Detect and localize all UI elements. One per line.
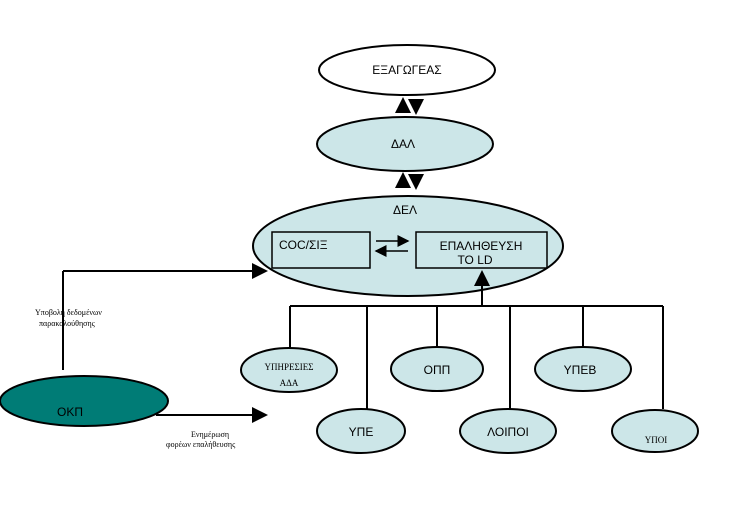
services-node (240, 347, 338, 393)
verification-label-line1: ΕΠΑΛΗΘΕΥΣΗ (440, 239, 523, 253)
okp-label: ΟΚΠ (57, 405, 83, 419)
loipoi-node (459, 408, 557, 454)
verification-label-line2: ΤΟ LD (457, 253, 492, 267)
exporter-node (318, 44, 496, 96)
ype-node (316, 408, 406, 454)
notification-label-line1: Ενημέρωση (191, 430, 229, 439)
verification-box (415, 231, 548, 269)
loipoi-label: ΛΟΙΠΟΙ (487, 425, 529, 439)
dal-node (316, 116, 494, 172)
cocsix-label: COC/ΣΙΞ (279, 238, 328, 252)
submission-label-line2: παρακολούθησης (39, 319, 96, 328)
ype-label: ΥΠΕ (349, 425, 374, 439)
notification-label-line2: φορέων επαλήθευσης (166, 440, 236, 449)
ypoi-node (611, 409, 699, 453)
ypev-label: ΥΠΕΒ (564, 363, 597, 377)
exporter-label: ΕΞΑΓΩΓΕΑΣ (372, 63, 441, 77)
opp-label: ΟΠΠ (424, 363, 451, 377)
opp-node (390, 346, 484, 392)
ypev-node (534, 346, 632, 392)
ypoi-label: ΥΠΟΙ (645, 435, 668, 445)
dal-label: ΔΑΛ (391, 137, 415, 151)
del-label: ΔΕΛ (393, 203, 417, 217)
cocsix-box (271, 231, 371, 269)
submission-label-line1: Υποβολή δεδομένων (35, 308, 102, 317)
services-label-line1: ΥΠΗΡΕΣΙΕΣ (265, 362, 314, 372)
okp-node (0, 375, 169, 427)
services-label-line2: ΑΔΑ (280, 378, 299, 388)
